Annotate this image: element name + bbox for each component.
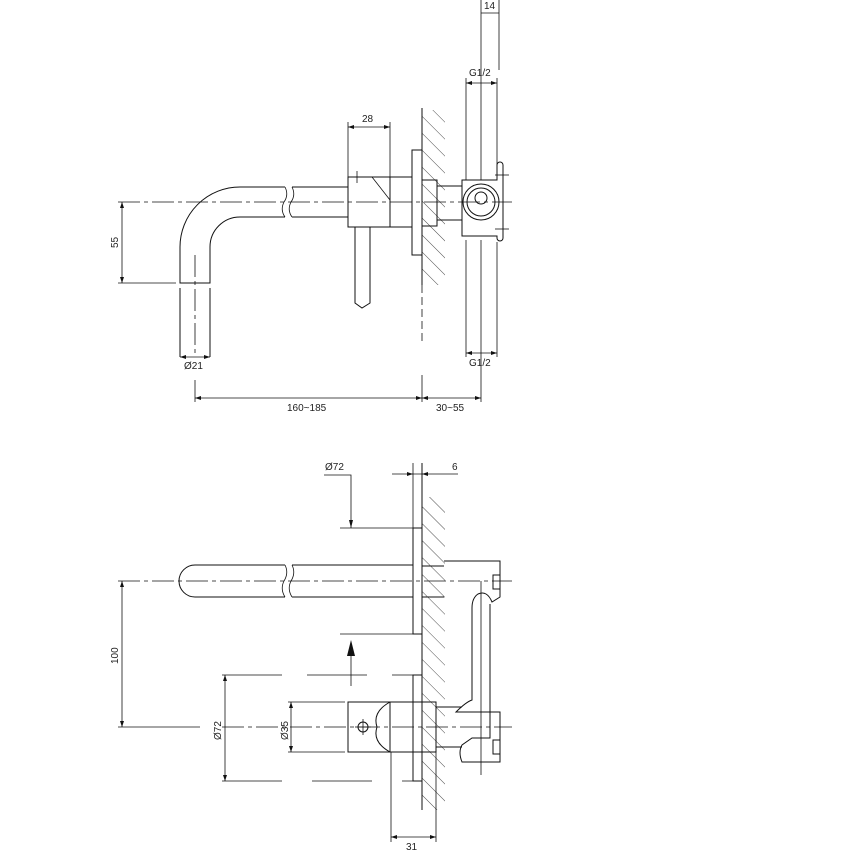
wall-hatch [422, 497, 445, 810]
side-view: 14 G1/2 G1/2 28 55 Ø21 160~185 30~55 [110, 0, 512, 414]
dim-100: 100 [110, 647, 121, 664]
dim-d72-bottom: Ø72 [213, 721, 224, 740]
wall-plate [411, 149, 423, 256]
front-view: 6 Ø72 100 Ø72 Ø35 31 [110, 462, 512, 853]
wall-plate-top [412, 527, 423, 635]
spout [179, 186, 348, 357]
concealed-valve [437, 161, 509, 242]
dim-d72-top: Ø72 [325, 462, 344, 473]
dim-6: 6 [452, 462, 458, 473]
dim-30-55: 30~55 [436, 403, 465, 414]
dim-g12-bottom: G1/2 [469, 358, 491, 369]
wall-hatch [422, 110, 445, 285]
dim-14: 14 [484, 1, 496, 12]
valve-body [347, 701, 437, 753]
dim-31: 31 [406, 842, 418, 853]
dim-28: 28 [362, 114, 374, 125]
dim-g12-top: G1/2 [469, 68, 491, 79]
lever-handle [354, 227, 371, 309]
dimensions-front: 6 Ø72 100 Ø72 Ø35 31 [110, 462, 458, 853]
concealed-valve [422, 560, 501, 775]
valve-body [347, 149, 438, 256]
dim-160-185: 160~185 [287, 403, 327, 414]
dim-d21: Ø21 [184, 361, 203, 372]
dim-55: 55 [110, 236, 121, 248]
spout [178, 564, 413, 598]
dimensions-side: 14 G1/2 G1/2 28 55 Ø21 160~185 30~55 [110, 1, 499, 414]
wall-plate-bottom [412, 674, 423, 782]
dim-d35: Ø35 [280, 721, 291, 740]
